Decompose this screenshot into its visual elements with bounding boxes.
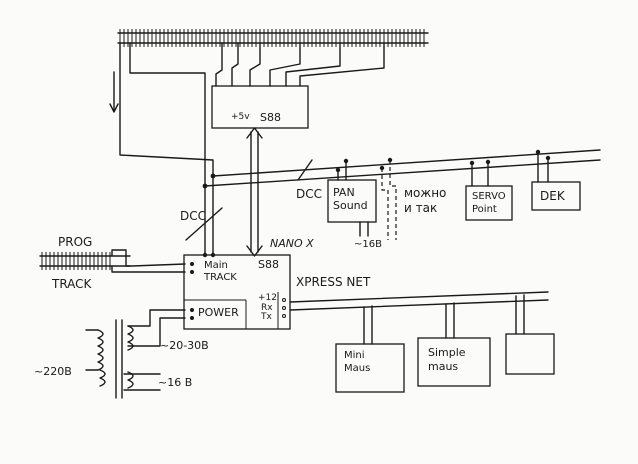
prog-label: PROG <box>58 235 93 249</box>
dcc-left-label: DCC <box>180 209 206 223</box>
main-track-label: Main TRACK <box>204 260 237 283</box>
track-label: TRACK <box>52 277 92 291</box>
power-label: POWER <box>198 306 239 319</box>
xpress-net-label: XPRESS NET <box>296 275 371 289</box>
feeder-lines <box>109 42 385 256</box>
nano-x-box <box>183 254 291 330</box>
dcc-bus-label: DCC <box>296 187 322 201</box>
s88-module-box <box>211 85 309 129</box>
acc-supply-label: ~16 B <box>158 376 193 389</box>
dek-label: DEK <box>540 189 565 203</box>
power-wiring <box>115 309 186 399</box>
plus12-label: +12 <box>258 293 277 303</box>
transformer-icon <box>85 325 134 389</box>
power-supply-label: ~20-30B <box>160 339 209 352</box>
s88-cable <box>246 127 263 257</box>
tx-label: Tx <box>261 312 272 322</box>
xpress-net-bus <box>289 291 549 345</box>
prog-track <box>39 249 186 273</box>
s88-top-label: S88 <box>260 111 281 124</box>
nano-s88-label: S88 <box>258 258 279 271</box>
empty-handset-box <box>505 333 555 375</box>
nano-x-label: NANO X <box>270 237 314 250</box>
dek-box <box>531 181 581 211</box>
servo-point-box <box>465 185 513 221</box>
servo-point-label: SERVO Point <box>472 191 506 215</box>
simple-maus-box <box>417 337 491 387</box>
s88-voltage-label: +5v <box>231 112 250 122</box>
pan-sound-supply-label: ~16B <box>354 239 382 250</box>
simple-maus-label: Simple maus <box>428 346 466 374</box>
possible-note-label: можно и так <box>404 186 447 215</box>
pan-sound-label: PAN Sound <box>333 186 368 213</box>
dcc-bus <box>185 149 601 241</box>
pan-sound-box <box>327 179 377 223</box>
top-track <box>117 29 429 47</box>
mini-maus-box <box>335 343 405 393</box>
mini-maus-label: Mini Maus <box>344 350 371 374</box>
rx-label: Rx <box>261 303 273 313</box>
mains-label: ~220B <box>34 365 72 378</box>
